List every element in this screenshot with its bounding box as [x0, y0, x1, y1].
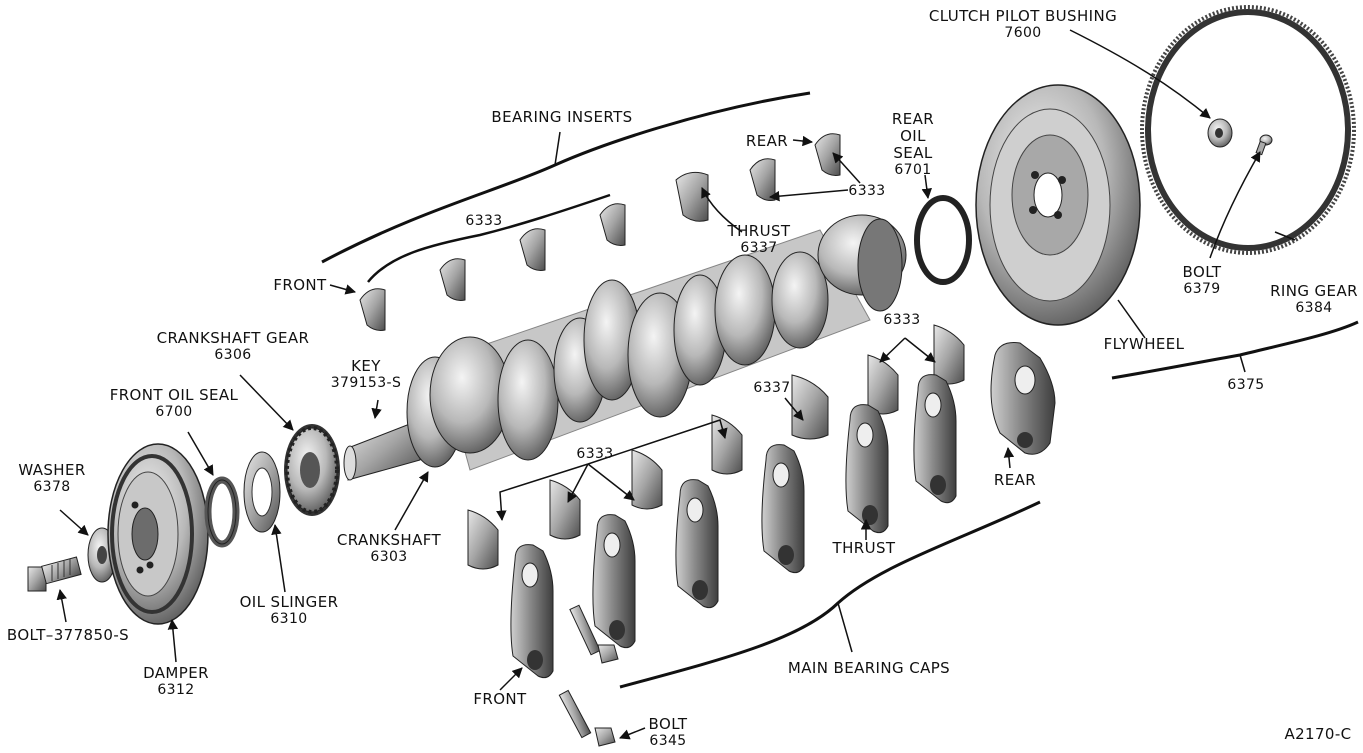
label-title: FRONT OIL SEAL [109, 386, 239, 404]
insert-6337-lower-label: 6337 [753, 380, 790, 397]
label-title: CLUTCH PILOT BUSHING [928, 7, 1118, 25]
rear-upper-label: REAR [746, 133, 788, 150]
label-part-number: 6333 [465, 213, 503, 229]
bearing-cap-6 [913, 374, 957, 504]
bearing-inserts-label: BEARING INSERTS [491, 109, 632, 126]
label-part-number: 6375 [1227, 377, 1265, 393]
insert-6333-lower-left-label: 6333 [576, 446, 613, 463]
label-part-number: 6303 [370, 549, 408, 565]
insert-6333-right-label: 6333 [848, 183, 885, 200]
flywheel-bolt-part [1255, 134, 1273, 156]
label-title: KEY [351, 357, 381, 375]
label-title: BOLT [648, 715, 688, 733]
bolt-6345-label: BOLT 6345 [649, 716, 688, 750]
label-part-number: 6701 [894, 162, 932, 178]
label-part-number: 6378 [33, 479, 71, 495]
label-part-number: 6333 [883, 312, 921, 328]
damper-label: DAMPER 6312 [143, 665, 209, 699]
label-part-number: 379153-S [330, 375, 402, 391]
ring-gear-label: RING GEAR 6384 [1270, 283, 1358, 317]
rear-oil-seal-label: REAR OIL SEAL 6701 [878, 111, 948, 179]
front-oil-seal-part [204, 476, 240, 548]
crankshaft-label: CRANKSHAFT 6303 [337, 532, 441, 566]
label-title: BEARING INSERTS [491, 108, 633, 126]
flywheel-assy-label: 6375 [1227, 377, 1264, 394]
label-title: FRONT [473, 690, 527, 708]
cap-bolt-upper [569, 604, 619, 664]
figure-id-text: A2170-C [1284, 725, 1352, 743]
label-title: REAR OIL SEAL [891, 110, 935, 162]
insert-6333-upper-label: 6333 [465, 213, 502, 230]
bolt-6379-label: BOLT 6379 [1183, 264, 1222, 298]
label-title: BOLT–377850-S [6, 626, 130, 644]
lower-bearing-inserts [467, 324, 965, 570]
label-part-number: 6312 [157, 682, 195, 698]
label-part-number: 6333 [576, 446, 614, 462]
front-bolt-part [27, 556, 82, 592]
label-title: REAR [993, 471, 1037, 489]
label-title: OIL SLINGER [239, 593, 339, 611]
crankshaft-gear-label: CRANKSHAFT GEAR 6306 [157, 330, 310, 364]
label-title: BOLT [1182, 263, 1222, 281]
label-part-number: 6345 [649, 733, 687, 749]
bearing-cap-rear [990, 342, 1056, 455]
bearing-cap-thrust [845, 404, 889, 534]
front-oil-seal-label: FRONT OIL SEAL 6700 [110, 387, 239, 421]
front-lower-label: FRONT [473, 691, 526, 708]
bearing-cap-front [510, 544, 554, 679]
label-title: FLYWHEEL [1103, 335, 1185, 353]
key-label: KEY 379153-S [331, 358, 402, 392]
thrust-upper-label: THRUST 6337 [728, 223, 791, 257]
label-title: RING GEAR [1270, 282, 1358, 300]
thrust-lower-label: THRUST [833, 540, 896, 557]
label-title: THRUST [727, 222, 791, 240]
front-upper-label: FRONT [273, 277, 326, 294]
label-title: CRANKSHAFT [336, 531, 442, 549]
damper-part [107, 443, 209, 625]
label-part-number: 6306 [214, 347, 252, 363]
clutch-pilot-bushing-label: CLUTCH PILOT BUSHING 7600 [929, 8, 1117, 42]
label-title: MAIN BEARING CAPS [787, 659, 951, 677]
rear-lower-label: REAR [994, 472, 1036, 489]
label-part-number: 6384 [1295, 300, 1333, 316]
label-title: REAR [745, 132, 789, 150]
main-bearing-caps [510, 342, 1056, 679]
flywheel-label: FLYWHEEL [1104, 336, 1185, 353]
main-bearing-caps-label: MAIN BEARING CAPS [788, 660, 950, 677]
figure-id: A2170-C [1284, 726, 1351, 743]
cap-bolt-lower [558, 689, 616, 747]
label-part-number: 7600 [1004, 25, 1042, 41]
crankshaft-part [343, 214, 907, 481]
oil-slinger-label: OIL SLINGER 6310 [240, 594, 339, 628]
flywheel-part [975, 84, 1141, 326]
bearing-inserts-brace [321, 91, 811, 283]
bolt-front-label: BOLT–377850-S [7, 627, 129, 644]
label-title: DAMPER [143, 664, 209, 682]
upper-bearing-inserts [359, 133, 841, 331]
main-bearing-caps-brace [619, 500, 1041, 689]
label-part-number: 6337 [740, 240, 778, 256]
label-part-number: 6337 [753, 380, 791, 396]
rear-oil-seal-part [914, 195, 972, 285]
ring-gear-part [1140, 5, 1356, 255]
label-part-number: 6310 [270, 611, 308, 627]
insert-6333-lower-right-label: 6333 [883, 312, 920, 329]
bearing-cap-2 [592, 514, 636, 649]
label-part-number: 6379 [1183, 281, 1221, 297]
crankshaft-gear-part [284, 424, 340, 516]
label-title: FRONT [273, 276, 327, 294]
leader-lines [56, 29, 1296, 740]
label-title: WASHER [18, 461, 86, 479]
oil-slinger-part [243, 451, 281, 533]
bearing-cap-4 [761, 444, 805, 574]
washer-label: WASHER 6378 [18, 462, 85, 496]
bearing-cap-3 [675, 479, 719, 609]
label-part-number: 6700 [155, 404, 193, 420]
label-title: THRUST [832, 539, 896, 557]
flywheel-assembly-brace [1111, 320, 1359, 380]
clutch-pilot-bushing-part [1207, 118, 1233, 148]
label-part-number: 6333 [848, 183, 886, 199]
label-title: CRANKSHAFT GEAR [156, 329, 310, 347]
